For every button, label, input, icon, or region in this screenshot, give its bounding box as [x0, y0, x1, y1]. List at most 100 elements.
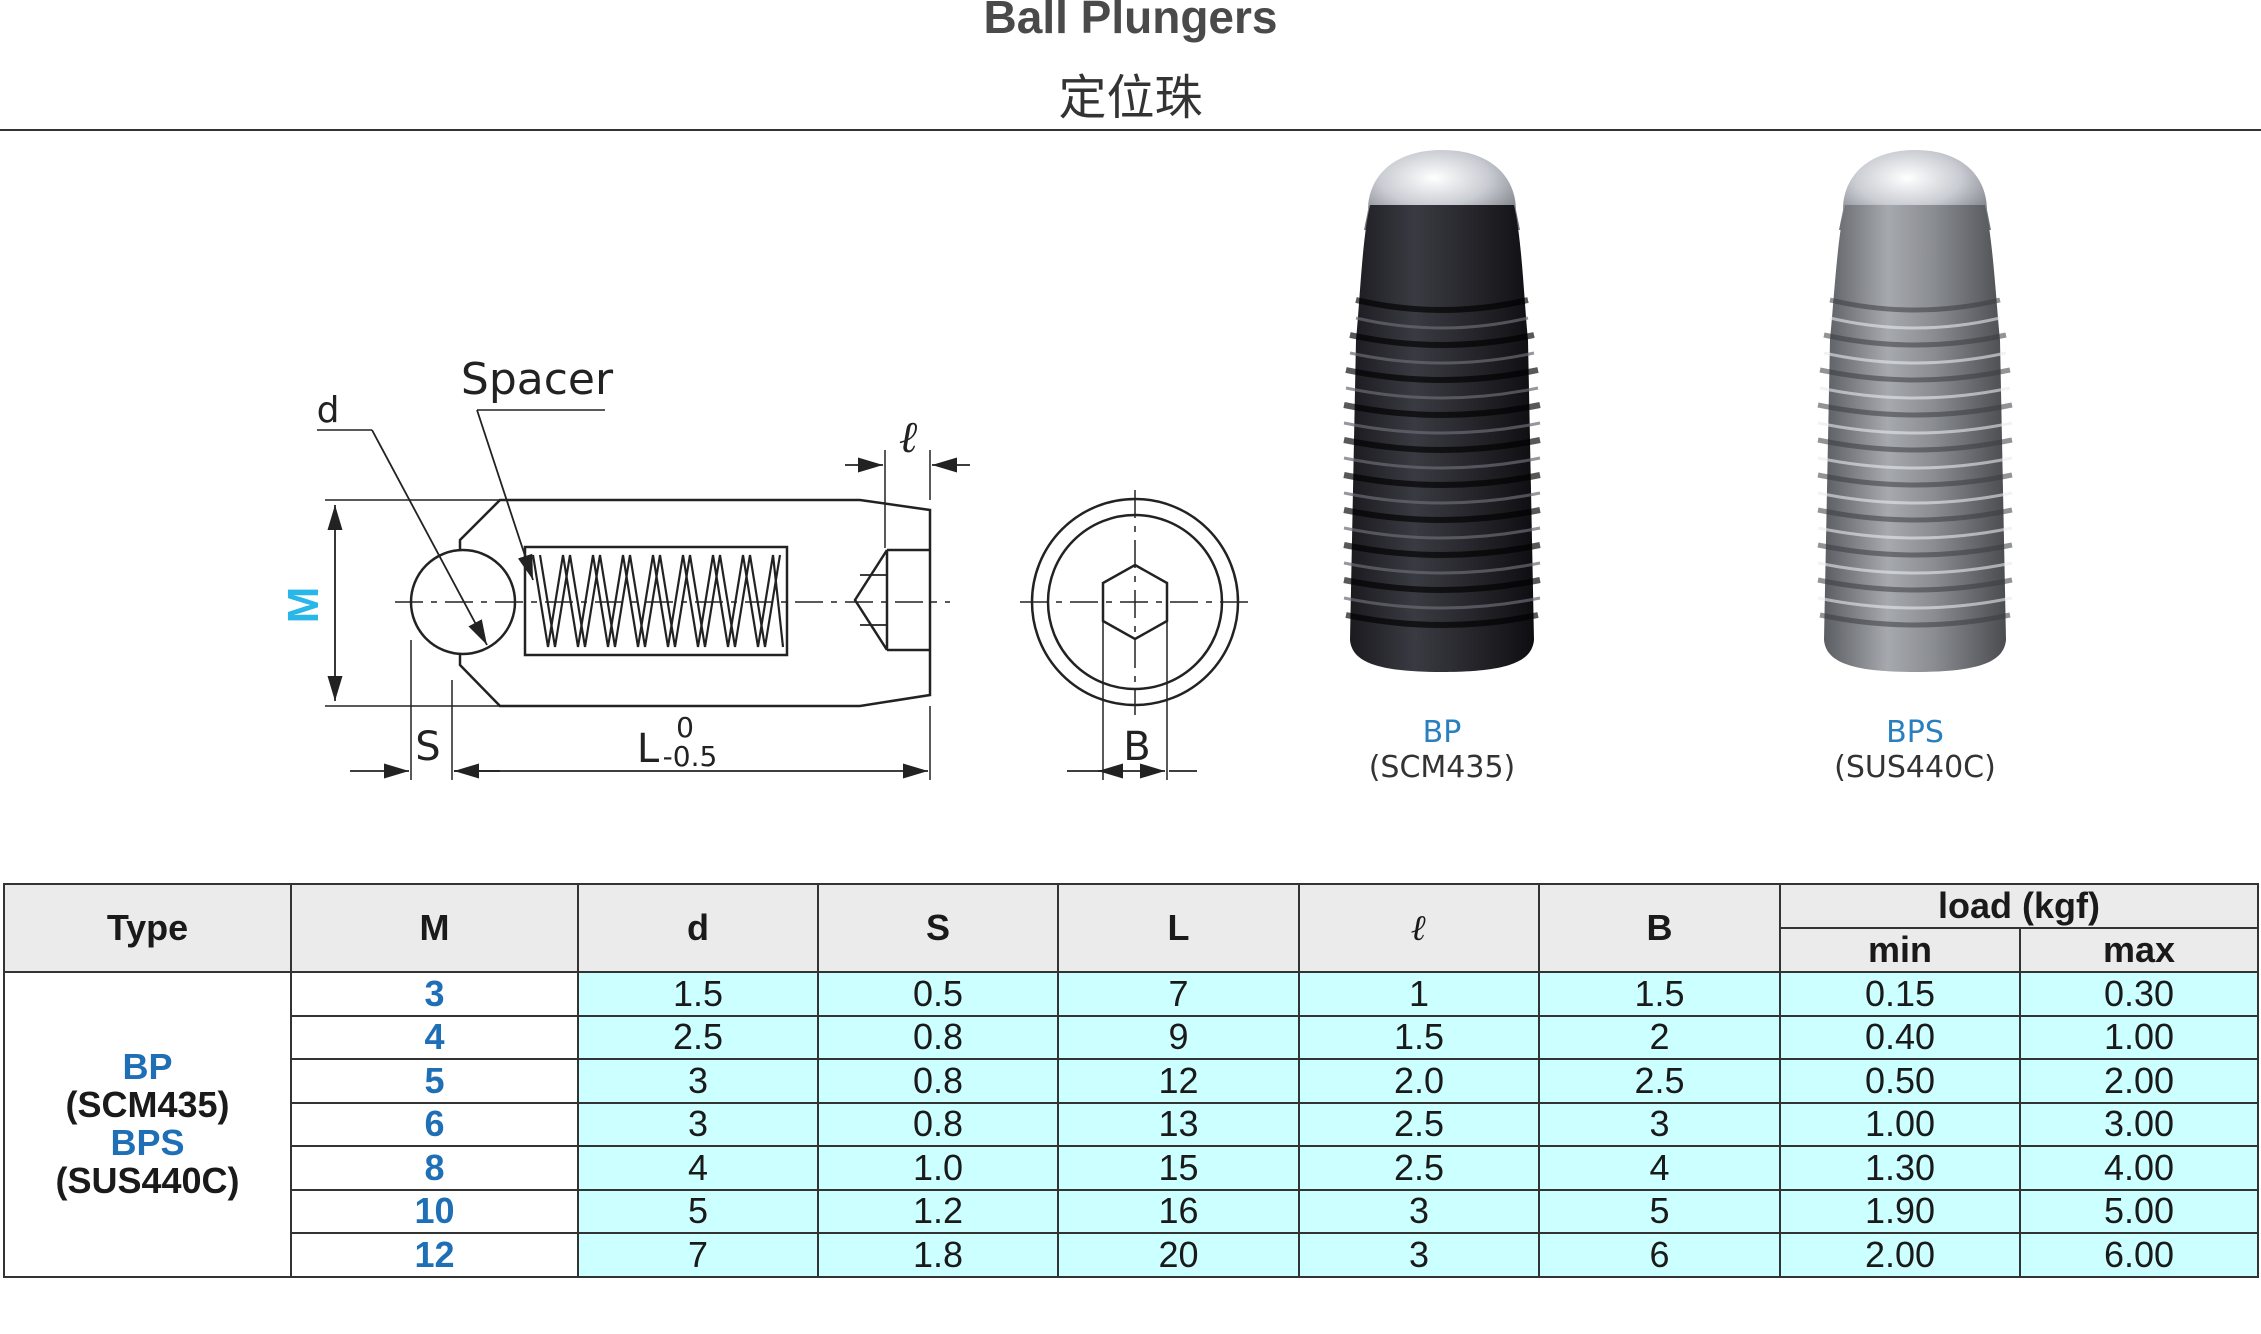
dim-label-d: d	[317, 390, 340, 431]
cell-s: 1.8	[817, 1232, 1059, 1278]
photo-bps	[1817, 150, 2013, 672]
cell-b: 2.5	[1538, 1058, 1781, 1104]
table-row: 10 5 1.2 16 3 5 1.90 5.00	[4, 1188, 2259, 1234]
cell-m: 3	[290, 971, 579, 1017]
cell-load-min: 1.90	[1779, 1188, 2021, 1234]
cell-m: 4	[290, 1014, 579, 1060]
cell-ell: 2.0	[1298, 1058, 1540, 1104]
cell-b: 1.5	[1538, 971, 1781, 1017]
cell-load-min: 1.30	[1779, 1145, 2021, 1191]
dim-label-s: S	[415, 724, 440, 770]
cell-b: 6	[1538, 1232, 1781, 1278]
cell-load-min: 0.40	[1779, 1014, 2021, 1060]
cell-b: 2	[1538, 1014, 1781, 1060]
cell-ell: 2.5	[1298, 1145, 1540, 1191]
photo-bp	[1343, 150, 1541, 672]
type-material-scm435: (SCM435)	[65, 1084, 230, 1126]
dim-label-l-tol-lower: -0.5	[663, 740, 718, 773]
cell-ell: 3	[1298, 1188, 1540, 1234]
cell-m: 5	[290, 1058, 579, 1104]
dim-label-b: B	[1123, 724, 1150, 770]
header-load-min: min	[1779, 927, 2021, 973]
cell-load-min: 1.00	[1779, 1101, 2021, 1147]
cell-l: 15	[1057, 1145, 1300, 1191]
cell-l: 12	[1057, 1058, 1300, 1104]
spec-table: Type M d S L ℓ B load (kgf) min max BP (…	[3, 883, 2259, 1278]
cell-s: 1.2	[817, 1188, 1059, 1234]
cell-s: 0.8	[817, 1014, 1059, 1060]
cell-b: 3	[1538, 1101, 1781, 1147]
header-s: S	[817, 883, 1059, 973]
photo-caption-bp: BP (SCM435)	[1342, 715, 1542, 785]
cell-load-max: 3.00	[2019, 1101, 2259, 1147]
cell-load-max: 5.00	[2019, 1188, 2259, 1234]
dim-label-ell: ℓ	[899, 412, 918, 463]
table-row: 12 7 1.8 20 3 6 2.00 6.00	[4, 1232, 2259, 1278]
dim-label-l: L	[637, 726, 660, 772]
header-b: B	[1538, 883, 1781, 973]
cell-b: 4	[1538, 1145, 1781, 1191]
cell-ell: 1	[1298, 971, 1540, 1017]
type-code-bps: BPS	[110, 1122, 185, 1164]
cell-l: 13	[1057, 1101, 1300, 1147]
cell-s: 0.5	[817, 971, 1059, 1017]
type-material-sus440c: (SUS440C)	[55, 1160, 240, 1202]
photo-caption-bps: BPS (SUS440C)	[1815, 715, 2015, 785]
header-load: load (kgf)	[1779, 883, 2259, 929]
cell-d: 7	[577, 1232, 819, 1278]
table-row: BP (SCM435) BPS (SUS440C) 3 1.5 0.5 7 1 …	[3, 971, 2259, 1278]
header-ell: ℓ	[1298, 883, 1540, 973]
header-l: L	[1057, 883, 1300, 973]
cell-load-max: 1.00	[2019, 1014, 2259, 1060]
cell-s: 0.8	[817, 1101, 1059, 1147]
cell-m: 12	[290, 1232, 579, 1278]
photo-caption-material: (SUS440C)	[1834, 750, 1996, 785]
cell-m: 8	[290, 1145, 579, 1191]
cell-d: 1.5	[577, 971, 819, 1017]
cell-m: 10	[290, 1188, 579, 1234]
header-type: Type	[3, 883, 292, 973]
page-title: Ball Plungers	[983, 0, 1278, 43]
cell-load-min: 0.50	[1779, 1058, 2021, 1104]
dim-label-spacer: Spacer	[461, 354, 614, 405]
cell-b: 5	[1538, 1188, 1781, 1234]
header-load-max: max	[2019, 927, 2259, 973]
cell-l: 7	[1057, 971, 1300, 1017]
side-view	[409, 498, 932, 708]
technical-drawing: M d Spacer ℓ S L 0 -0.5 B	[279, 150, 2013, 780]
cell-d: 2.5	[577, 1014, 819, 1060]
cell-ell: 1.5	[1298, 1014, 1540, 1060]
cell-load-min: 0.15	[1779, 971, 2021, 1017]
photo-caption-code: BPS	[1886, 715, 1944, 750]
cell-d: 4	[577, 1145, 819, 1191]
cell-load-max: 4.00	[2019, 1145, 2259, 1191]
photo-caption-code: BP	[1422, 715, 1462, 750]
cell-s: 0.8	[817, 1058, 1059, 1104]
cell-m: 6	[290, 1101, 579, 1147]
cell-load-max: 6.00	[2019, 1232, 2259, 1278]
table-row: 5 3 0.8 12 2.0 2.5 0.50 2.00	[4, 1058, 2259, 1104]
cell-l: 9	[1057, 1014, 1300, 1060]
cell-d: 3	[577, 1058, 819, 1104]
page-subtitle: 定位珠	[1058, 70, 1203, 126]
photo-caption-material: (SCM435)	[1368, 750, 1516, 785]
header-m: M	[290, 883, 579, 973]
cell-ell: 2.5	[1298, 1101, 1540, 1147]
cell-s: 1.0	[817, 1145, 1059, 1191]
cell-load-min: 2.00	[1779, 1232, 2021, 1278]
header-d: d	[577, 883, 819, 973]
table-row: 6 3 0.8 13 2.5 3 1.00 3.00	[4, 1101, 2259, 1147]
table-row: 4 2.5 0.8 9 1.5 2 0.40 1.00	[4, 1014, 2259, 1060]
type-code-bp: BP	[122, 1046, 173, 1088]
type-cell: BP (SCM435) BPS (SUS440C)	[3, 971, 292, 1278]
cell-load-max: 0.30	[2019, 971, 2259, 1017]
cell-l: 20	[1057, 1232, 1300, 1278]
table-row: 8 4 1.0 15 2.5 4 1.30 4.00	[4, 1145, 2259, 1191]
cell-l: 16	[1057, 1188, 1300, 1234]
cell-ell: 3	[1298, 1232, 1540, 1278]
dim-label-l-tol-upper: 0	[676, 711, 694, 744]
dim-label-m: M	[279, 587, 328, 624]
cell-d: 3	[577, 1101, 819, 1147]
title-divider	[0, 129, 2261, 131]
cell-load-max: 2.00	[2019, 1058, 2259, 1104]
